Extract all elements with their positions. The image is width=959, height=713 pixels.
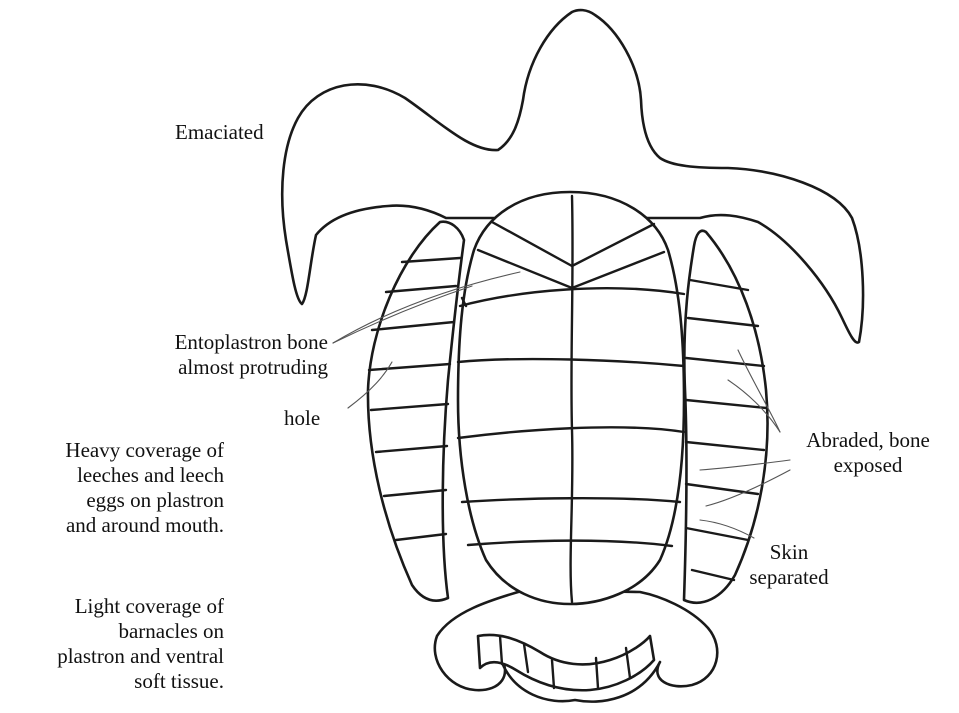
label-barnacles-line-2: barnacles on [57, 619, 224, 644]
label-skin-line-2: separated [734, 565, 844, 590]
label-barnacles: Light coverage of barnacles on plastron … [57, 594, 224, 694]
label-leeches: Heavy coverage of leeches and leech eggs… [65, 438, 224, 538]
label-leeches-line-1: Heavy coverage of [65, 438, 224, 463]
label-emaciated: Emaciated [175, 120, 264, 145]
label-skin-line-1: Skin [734, 540, 844, 565]
label-leeches-line-3: eggs on plastron [65, 488, 224, 513]
label-entoplastron-line-2: almost protruding [175, 355, 328, 380]
label-abraded-line-1: Abraded, bone [788, 428, 948, 453]
label-hole: hole [284, 406, 320, 431]
label-barnacles-line-3: plastron and ventral [57, 644, 224, 669]
label-skin: Skin separated [734, 540, 844, 590]
label-abraded: Abraded, bone exposed [788, 428, 948, 478]
left-margin-strip [368, 222, 464, 601]
label-barnacles-line-4: soft tissue. [57, 669, 224, 694]
label-barnacles-line-1: Light coverage of [57, 594, 224, 619]
label-leeches-line-4: and around mouth. [65, 513, 224, 538]
label-abraded-line-2: exposed [788, 453, 948, 478]
label-entoplastron-line-1: Entoplastron bone [175, 330, 328, 355]
label-entoplastron: Entoplastron bone almost protruding [175, 330, 328, 380]
label-leeches-line-2: leeches and leech [65, 463, 224, 488]
